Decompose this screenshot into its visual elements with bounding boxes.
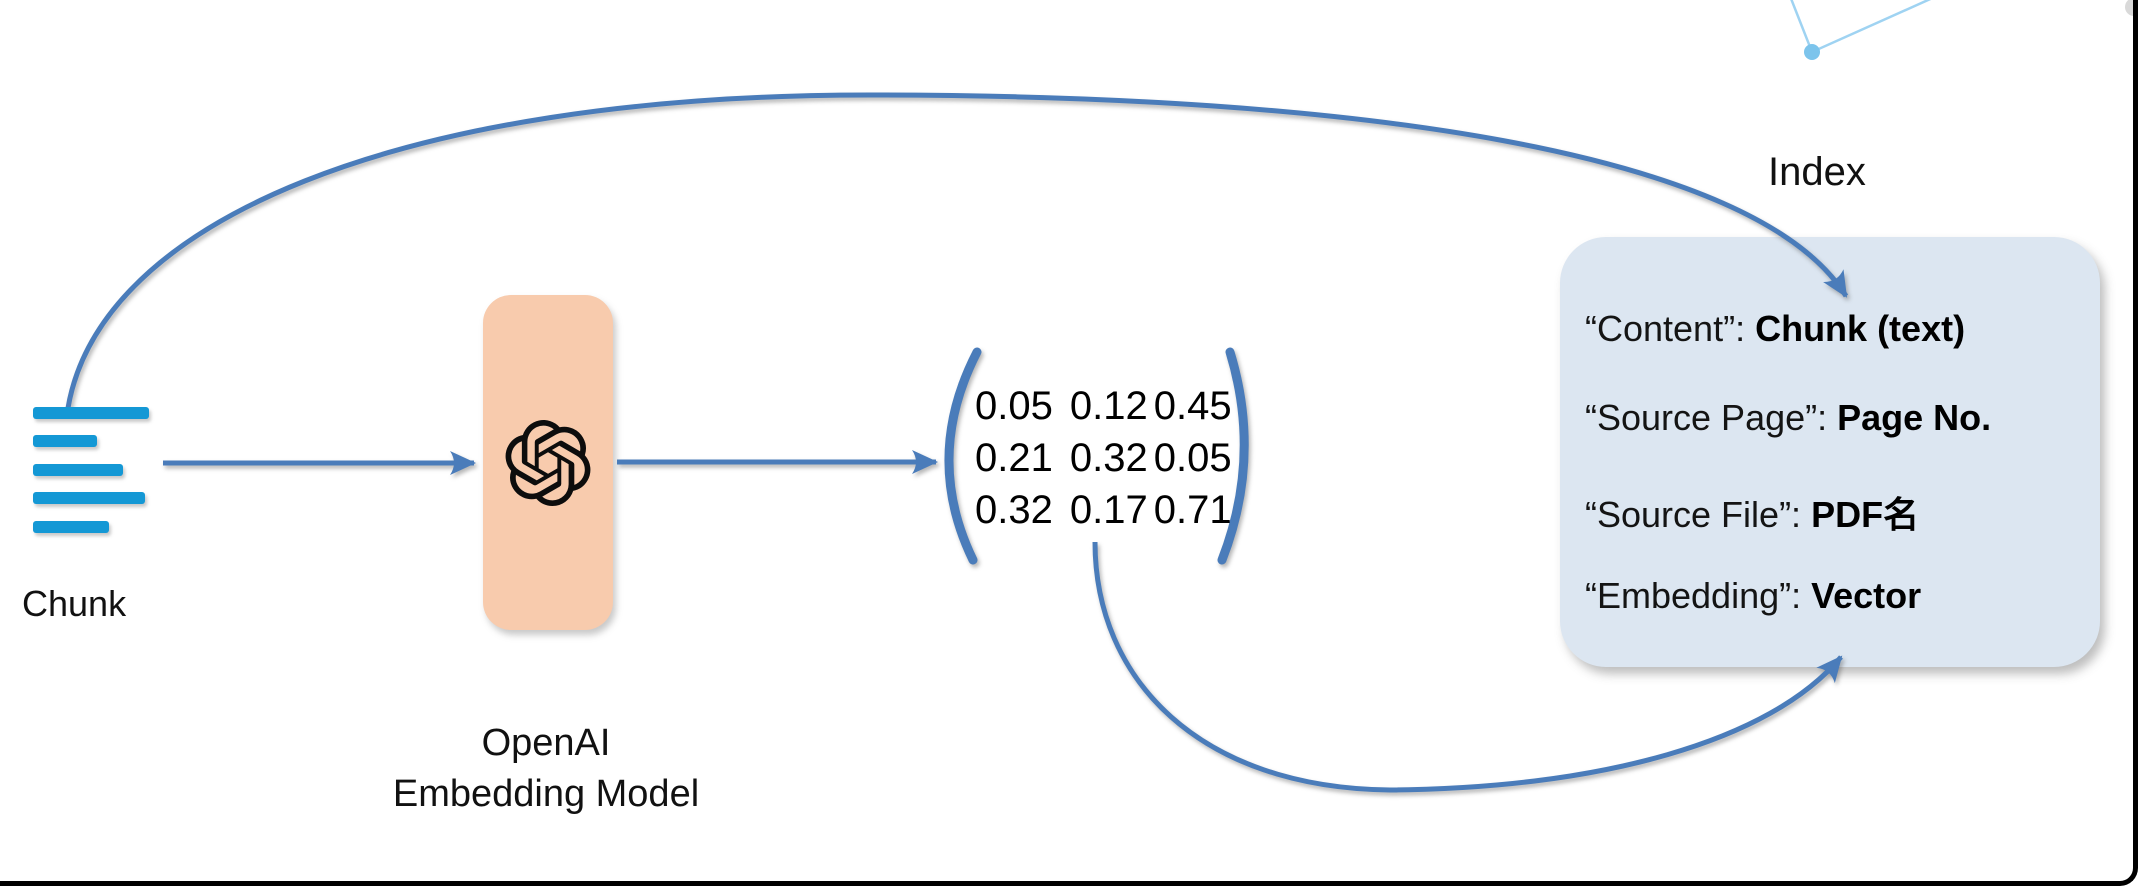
- decor-network-lines: [1790, 0, 2138, 60]
- model-label-line1: OpenAI: [481, 722, 611, 764]
- index-field-source-file: “Source File”:PDF名: [1585, 486, 1919, 538]
- model-label: OpenAI Embedding Model: [346, 718, 746, 820]
- index-field-key: “Source File”:: [1585, 494, 1802, 535]
- index-title: Index: [1768, 150, 1866, 194]
- openai-logo-icon: [505, 419, 591, 506]
- text-line-bar: [33, 464, 123, 476]
- matrix-bracket-right: [1217, 347, 1249, 565]
- index-field-key: “Content”:: [1585, 308, 1746, 349]
- index-field-value: Vector: [1811, 575, 1922, 616]
- index-field-source-page: “Source Page”:Page No.: [1585, 397, 1991, 439]
- matrix-cell: 0.17: [1069, 488, 1148, 532]
- matrix-cell: 0.12: [1069, 384, 1148, 428]
- text-line-bar: [33, 521, 109, 533]
- index-box: “Content”:Chunk (text) “Source Page”:Pag…: [1560, 237, 2100, 667]
- index-field-key: “Embedding”:: [1585, 575, 1802, 616]
- matrix-bracket-left: [944, 347, 982, 565]
- text-line-bar: [33, 435, 97, 447]
- index-field-value: Page No.: [1837, 397, 1992, 438]
- chunk-text-lines-icon: [33, 407, 153, 535]
- matrix-cell: 0.32: [975, 488, 1053, 532]
- chunk-label: Chunk: [22, 583, 127, 624]
- matrix-cell: 0.05: [1153, 436, 1232, 480]
- matrix-cell: 0.21: [975, 436, 1053, 480]
- index-field-key: “Source Page”:: [1585, 397, 1828, 438]
- index-field-content: “Content”:Chunk (text): [1585, 308, 1965, 350]
- index-field-value: Chunk (text): [1755, 308, 1966, 349]
- matrix-cell: 0.32: [1069, 436, 1148, 480]
- model-label-line2: Embedding Model: [392, 773, 700, 815]
- arrow-matrix-to-index: [1092, 541, 1843, 793]
- matrix-cell: 0.05: [975, 384, 1053, 428]
- text-line-bar: [33, 492, 145, 504]
- index-field-value: PDF名: [1811, 494, 1920, 535]
- matrix-cell: 0.71: [1153, 488, 1232, 532]
- arrow-chunk-to-index: [65, 92, 1849, 409]
- text-line-bar: [33, 407, 149, 419]
- index-field-embedding: “Embedding”:Vector: [1585, 575, 1921, 617]
- embedding-model-box: [483, 295, 613, 630]
- matrix-cell: 0.45: [1153, 384, 1232, 428]
